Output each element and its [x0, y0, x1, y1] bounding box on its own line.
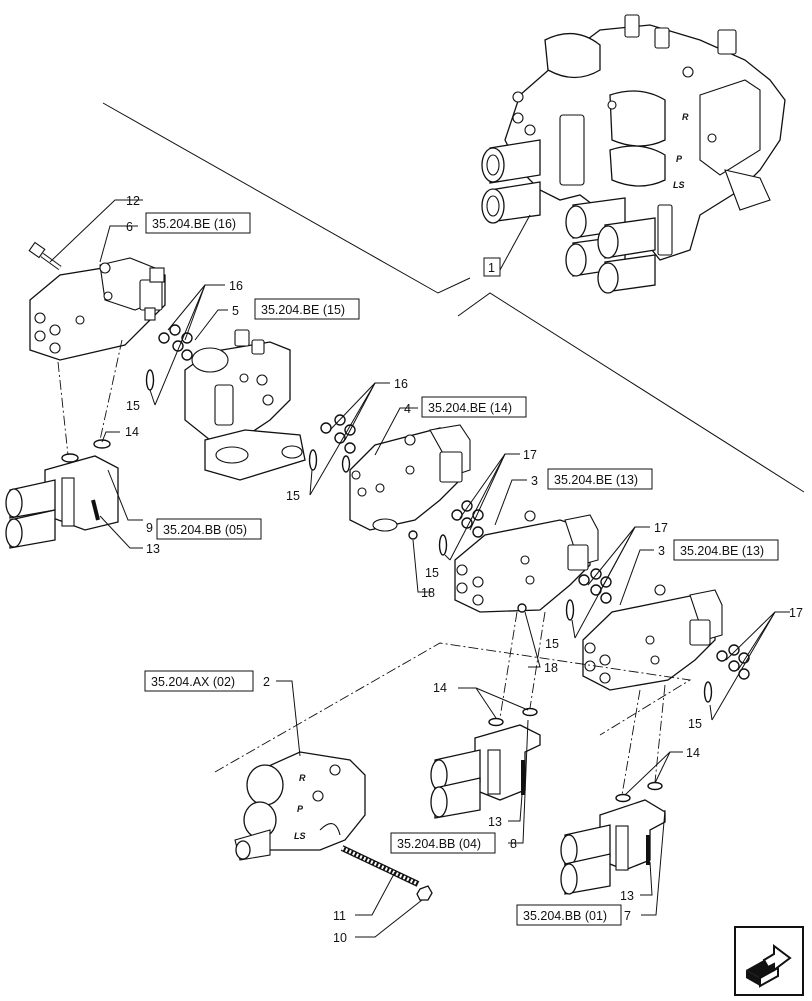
ref-35-204-bb-05[interactable]: 35.204.BB (05)	[156, 518, 262, 540]
callout-13-b: 13	[488, 815, 502, 829]
callout-16-a: 16	[229, 279, 243, 293]
callout-4: 4	[404, 402, 411, 416]
callout-13-a: 13	[146, 542, 160, 556]
ref-35-204-bb-04[interactable]: 35.204.BB (04)	[390, 832, 496, 854]
callout-16-b: 16	[394, 377, 408, 391]
callout-5: 5	[232, 304, 239, 318]
callout-2: 2	[263, 675, 270, 689]
callout-3-b: 3	[658, 544, 665, 558]
port-mark-ls-2: LS	[294, 831, 306, 841]
valve-section-3-a	[454, 510, 599, 613]
callout-8: 8	[510, 837, 517, 851]
valve-section-6	[29, 257, 166, 361]
ref-35-204-be-14[interactable]: 35.204.BE (14)	[421, 396, 527, 418]
ref-35-204-be-16-label: 35.204.BE (16)	[152, 217, 236, 231]
ref-35-204-be-14-label: 35.204.BE (14)	[428, 401, 512, 415]
main-valve-assembly: R P LS	[481, 14, 786, 294]
tie-rod-11	[340, 845, 420, 887]
coupler-block-7	[560, 799, 666, 895]
callout-1: 1	[488, 261, 495, 275]
ref-35-204-ax-02[interactable]: 35.204.AX (02)	[144, 670, 254, 692]
callout-15-e: 15	[688, 717, 702, 731]
leader-lines	[49, 199, 790, 938]
o-rings	[61, 324, 750, 803]
port-mark-r-2: R	[299, 773, 306, 783]
callout-14-a: 14	[125, 425, 139, 439]
callout-numbers: 1 12 6 16 5 15 14 16 4 15 9 13 17 3 15 1…	[125, 194, 803, 945]
coupler-group-right	[565, 197, 673, 294]
callout-15-a: 15	[126, 399, 140, 413]
end-cover-2: R P LS	[234, 751, 366, 861]
callout-1-box	[483, 257, 501, 277]
port-mark-r: R	[682, 112, 689, 122]
callout-10: 10	[333, 931, 347, 945]
callout-11: 11	[333, 909, 346, 923]
ref-35-204-be-16[interactable]: 35.204.BE (16)	[145, 212, 251, 234]
bolt-12	[28, 241, 62, 271]
ref-35-204-bb-05-label: 35.204.BB (05)	[163, 523, 247, 537]
callout-18-b: 18	[544, 661, 558, 675]
ref-35-204-be-15[interactable]: 35.204.BE (15)	[254, 298, 360, 320]
callout-17-a: 17	[523, 448, 537, 462]
next-page-button[interactable]	[734, 926, 804, 996]
next-page-arrow-icon	[734, 926, 804, 996]
callout-17-b: 17	[654, 521, 668, 535]
callout-3-a: 3	[531, 474, 538, 488]
port-mark-ls: LS	[673, 180, 685, 190]
valve-section-5	[184, 329, 306, 481]
callout-7: 7	[624, 909, 631, 923]
callout-6: 6	[126, 220, 133, 234]
callout-14-c: 14	[686, 746, 700, 760]
callout-12: 12	[126, 194, 140, 208]
ref-35-204-bb-01-label: 35.204.BB (01)	[523, 909, 607, 923]
coupler-block-9	[5, 455, 119, 549]
nut-10	[416, 885, 433, 901]
callout-15-b: 15	[286, 489, 300, 503]
ref-35-204-bb-04-label: 35.204.BB (04)	[397, 837, 481, 851]
alignment-lines	[57, 339, 692, 796]
callout-18-a: 18	[421, 586, 435, 600]
ref-35-204-bb-01[interactable]: 35.204.BB (01)	[516, 904, 622, 926]
ref-35-204-ax-02-label: 35.204.AX (02)	[151, 675, 235, 689]
callout-17-c: 17	[789, 606, 803, 620]
callout-15-d: 15	[545, 637, 559, 651]
callout-9: 9	[146, 521, 153, 535]
callout-15-c: 15	[425, 566, 439, 580]
ref-35-204-be-13-a[interactable]: 35.204.BE (13)	[547, 468, 653, 490]
ref-35-204-be-13-b[interactable]: 35.204.BE (13)	[673, 539, 779, 561]
valve-section-3-b	[582, 584, 723, 691]
ref-35-204-be-13-a-label: 35.204.BE (13)	[554, 473, 638, 487]
callout-14-b: 14	[433, 681, 447, 695]
port-mark-p: P	[676, 154, 683, 164]
port-mark-p-2: P	[297, 804, 304, 814]
valve-section-4	[349, 424, 471, 532]
ref-35-204-be-15-label: 35.204.BE (15)	[261, 303, 345, 317]
ref-35-204-be-13-b-label: 35.204.BE (13)	[680, 544, 764, 558]
callout-13-c: 13	[620, 889, 634, 903]
coupler-block-8	[430, 724, 541, 819]
coupler-pair-left	[481, 139, 541, 224]
